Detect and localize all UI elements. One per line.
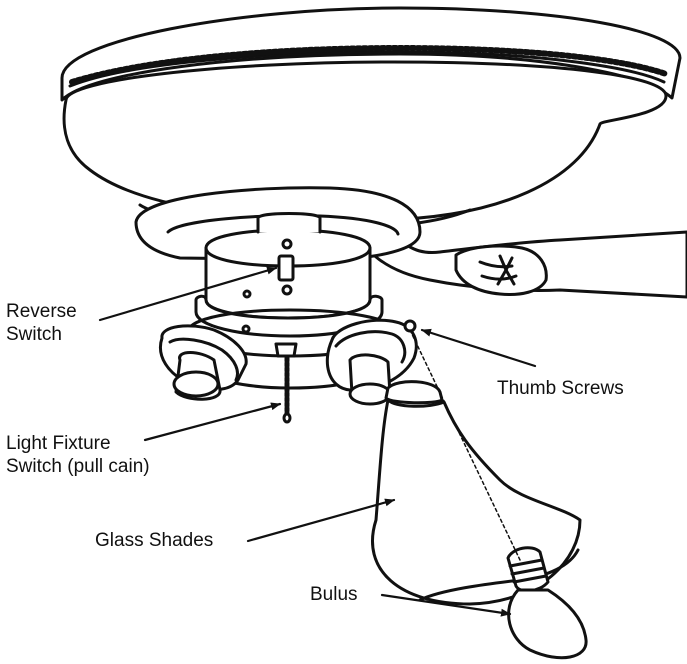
label-thumb-screws: Thumb Screws xyxy=(497,378,624,399)
vent-holes xyxy=(69,45,669,85)
label-glass-shades: Glass Shades xyxy=(95,530,214,551)
leader-arrows xyxy=(98,266,537,617)
switch-housing xyxy=(194,212,384,338)
guide-line xyxy=(409,329,521,561)
left-socket xyxy=(159,324,248,401)
label-light-fixture-switch: Light Fixture Switch (pull cain) xyxy=(6,432,150,478)
label-reverse-switch: Reverse Switch xyxy=(6,300,77,346)
label-light-fixture-line2: Switch (pull cain) xyxy=(6,456,150,477)
bulb xyxy=(506,546,588,660)
blade-arm xyxy=(350,220,687,299)
label-reverse-switch-line1: Reverse xyxy=(6,301,77,322)
label-reverse-switch-line2: Switch xyxy=(6,324,62,345)
label-light-fixture-line1: Light Fixture xyxy=(6,433,111,454)
right-socket xyxy=(325,318,418,406)
glass-shade xyxy=(370,380,582,606)
pull-chain xyxy=(274,342,298,424)
label-bulbs: Bulus xyxy=(310,584,358,605)
